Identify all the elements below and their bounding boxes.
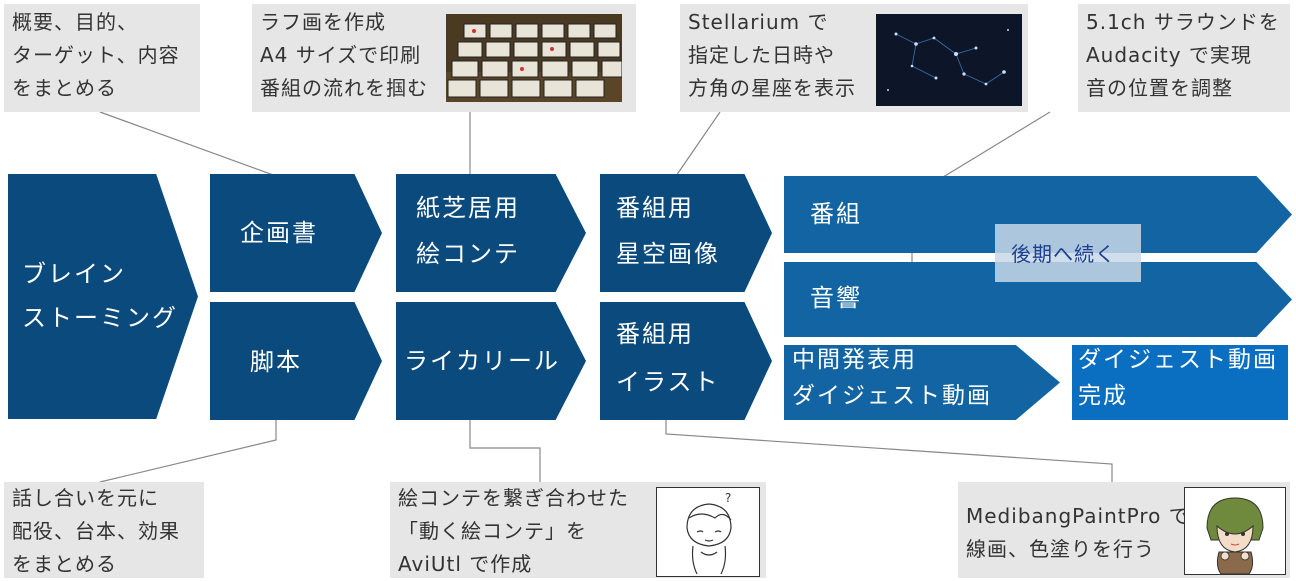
illust-step: 番組用 イラスト [600,302,772,420]
midterm-digest-label-1: 中間発表用 [792,347,917,373]
connector-script [99,420,277,483]
illust-label-2: イラスト [616,368,720,396]
midterm-digest-label-2: ダイジェスト動画 [792,383,992,409]
callout-surround: 5.1ch サラウンドを Audacity で実現 音の位置を調整 [1078,4,1290,112]
callout-animatic: 絵コンテを繋ぎ合わせた 「動く絵コンテ」を AviUtl で作成 ? [390,482,766,578]
lyric-reel-step: ライカリール [396,302,586,420]
callout-script: 話し合いを元に 配役、台本、効果 をまとめる [4,482,204,578]
sky-image-label-1: 番組用 [616,194,694,222]
lyric-reel-label: ライカリール [404,347,560,375]
kikakusho-step: 企画書 [210,174,382,292]
callout-medibang-line-1: MedibangPaintPro で [966,504,1190,528]
storyboard-photo [446,14,622,102]
kyakuhon-step: 脚本 [210,302,382,420]
character-sketch-art: ? [686,491,732,575]
ekonte-label-2: 絵コンテ [416,240,520,268]
brainstorming-step: ブレイン ストーミング [8,174,198,419]
illust-label-1: 番組用 [616,320,694,348]
digest-complete-label-1: ダイジェスト動画 [1078,347,1278,373]
callout-stellarium-line-3: 方角の星座を表示 [688,76,856,100]
character-illustration-art [1206,497,1264,574]
ekonte-label-1: 紙芝居用 [416,194,520,222]
sky-image-step: 番組用 星空画像 [600,174,772,292]
callout-overview-line-1: 概要、目的、 [12,10,138,34]
brainstorming-label-2: ストーミング [22,304,178,332]
callout-medibang-line-2: 線画、色塗りを行う [966,537,1155,561]
callout-overview-line-2: ターゲット、内容 [12,43,180,67]
kikakusho-label: 企画書 [240,219,318,247]
callout-stellarium-line-2: 指定した日時や [688,43,835,67]
callout-rough-line-3: 番組の流れを掴む [260,76,428,100]
callout-surround-line-3: 音の位置を調整 [1086,76,1233,100]
digest-complete-label-2: 完成 [1078,383,1128,409]
callout-rough: ラフ画を作成 A4 サイズで印刷 番組の流れを掴む [252,4,636,112]
connector-stellarium [675,111,721,177]
constellation-photo-art [876,14,1022,106]
callout-script-line-3: をまとめる [12,552,117,576]
bangumi-label: 番組 [810,200,862,228]
callout-surround-line-1: 5.1ch サラウンドを [1086,10,1280,34]
constellation-photo [876,14,1022,106]
continued-label: 後期へ続く [1011,242,1116,266]
connector-medibang [665,420,1113,482]
callout-overview: 概要、目的、 ターゲット、内容 をまとめる [4,4,200,112]
callout-animatic-line-1: 絵コンテを繋ぎ合わせた [398,486,629,510]
callout-script-line-1: 話し合いを元に [12,486,159,510]
callout-stellarium-line-1: Stellarium で [688,10,829,34]
continued-overlay: 後期へ続く [995,224,1141,282]
callout-animatic-line-3: AviUtl で作成 [398,552,533,576]
character-sketch-icon: ? [656,487,760,577]
storyboard-photo-art [446,14,622,102]
callout-rough-line-2: A4 サイズで印刷 [260,43,422,67]
connector-animatic [469,420,541,482]
callout-animatic-line-2: 「動く絵コンテ」を [398,519,587,543]
callout-medibang: MedibangPaintPro で 線画、色塗りを行う [958,482,1290,578]
digest-complete-step: ダイジェスト動画 完成 [1072,345,1288,420]
callout-surround-line-2: Audacity で実現 [1086,43,1252,67]
kyakuhon-label: 脚本 [250,348,302,376]
svg-text:?: ? [725,491,732,505]
callout-overview-line-3: をまとめる [12,76,117,100]
connector-overview [99,111,277,177]
character-illustration-icon [1184,487,1286,575]
callout-rough-line-1: ラフ画を作成 [260,10,386,34]
sky-image-label-2: 星空画像 [616,240,720,268]
callout-script-line-2: 配役、台本、効果 [12,519,180,543]
brainstorming-label-1: ブレイン [22,260,126,288]
onkyo-label: 音響 [810,284,862,312]
midterm-digest-step: 中間発表用 ダイジェスト動画 [784,345,1060,420]
ekonte-step: 紙芝居用 絵コンテ [396,174,586,292]
callout-stellarium: Stellarium で 指定した日時や 方角の星座を表示 [680,4,1028,112]
